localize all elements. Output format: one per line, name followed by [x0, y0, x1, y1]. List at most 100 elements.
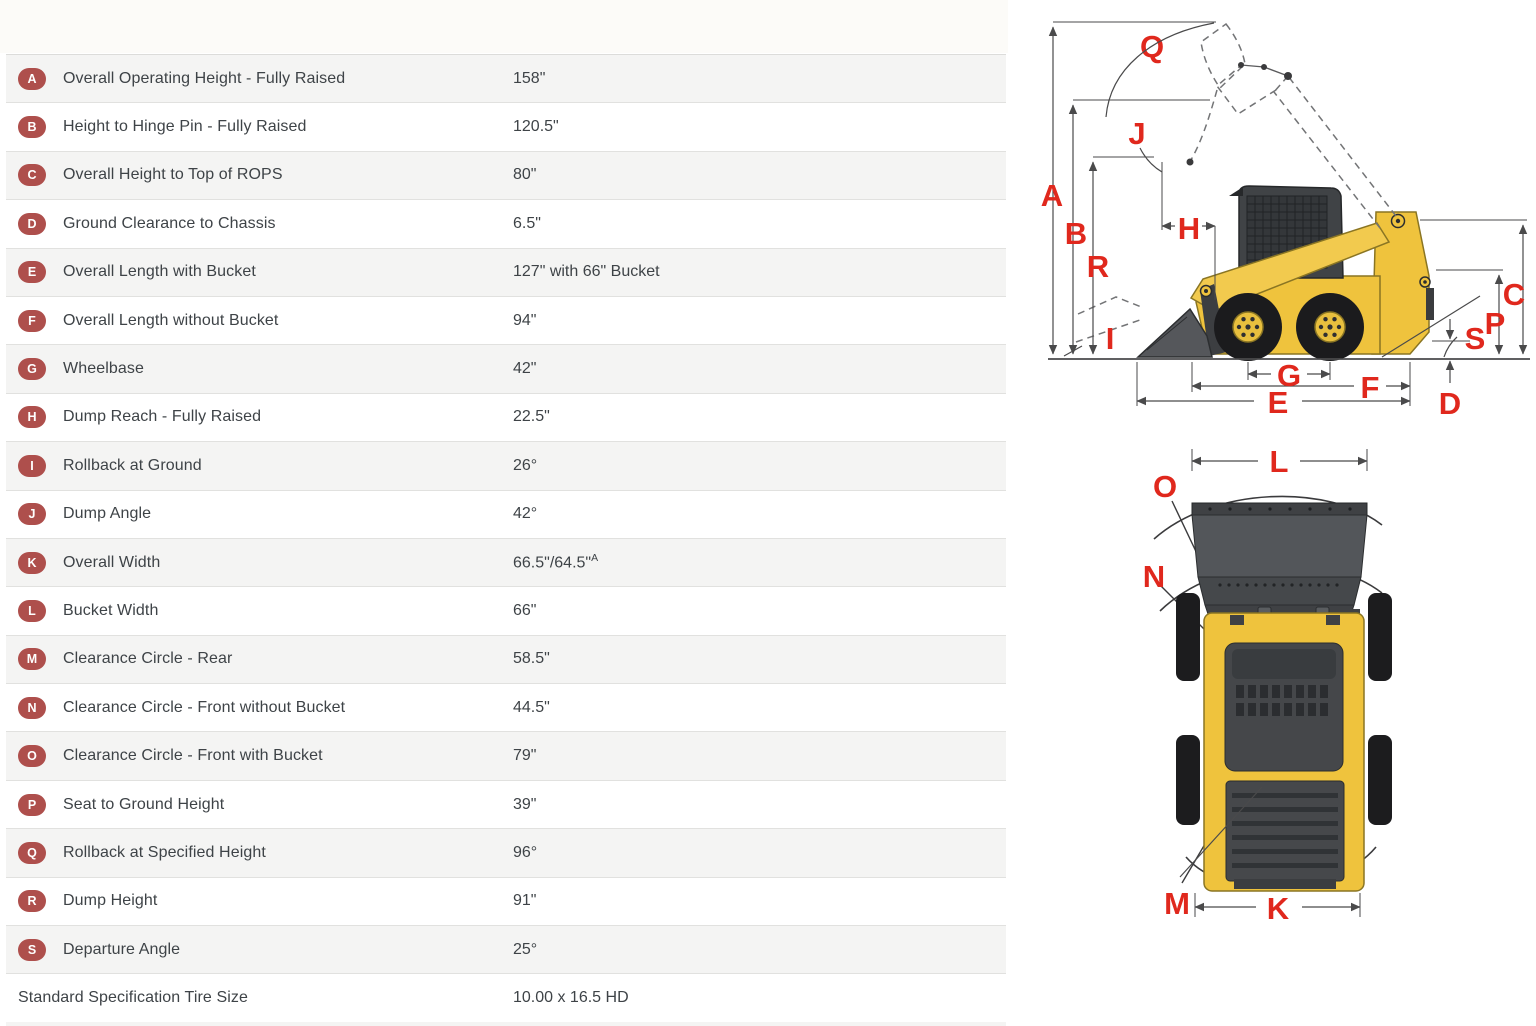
spec-row: P Seat to Ground Height 39" [6, 780, 1006, 830]
tire-rear-right [1368, 735, 1392, 825]
row-label: Rollback at Specified Height [63, 843, 266, 861]
row-letter-badge: D [18, 212, 46, 235]
dim-label-e: E [1268, 385, 1289, 420]
dim-label-c: C [1503, 277, 1525, 312]
row-value: 42° [513, 505, 538, 523]
row-letter-badge: O [18, 745, 46, 768]
row-label: Dump Reach - Fully Raised [63, 408, 262, 426]
dim-label-b: B [1065, 216, 1087, 251]
cab-window-grid [1247, 196, 1327, 268]
spec-row: J Dump Angle 42° [6, 490, 1006, 539]
side-view-diagram: A B R Q J H I C P S D G F E [1041, 21, 1530, 421]
row-letter-badge: B [18, 116, 46, 139]
tire-rear-left [1176, 735, 1200, 825]
row-label: Dump Height [63, 892, 158, 910]
row-letter-badge: M [18, 648, 46, 671]
dim-label-g: G [1277, 358, 1301, 393]
row-letter-badge: J [18, 503, 46, 526]
row-letter-badge: N [18, 696, 46, 719]
row-label: Overall Height to Top of ROPS [63, 166, 283, 184]
deck-slats [1232, 793, 1338, 868]
row-value: 6.5" [513, 214, 541, 232]
dim-label-d: D [1439, 386, 1461, 421]
dim-label-p: P [1485, 306, 1506, 341]
spec-row: O Clearance Circle - Front with Bucket 79" [6, 732, 1006, 781]
row-value-footnote: A [591, 552, 599, 565]
row-label: Standard Specification Tire Size [18, 989, 248, 1007]
dim-label-o: O [1153, 469, 1177, 504]
dim-label-a: A [1041, 178, 1063, 213]
tail-panel [1426, 288, 1434, 320]
row-value: 80" [513, 166, 537, 184]
row-value: 96° [513, 843, 538, 861]
row-label: Height to Hinge Pin - Fully Raised [63, 118, 307, 136]
row-value: 10.00 x 16.5 HD [513, 989, 629, 1007]
row-letter-badge: F [18, 309, 46, 332]
spec-row: S Departure Angle 25° [6, 926, 1006, 975]
row-letter-badge: G [18, 358, 46, 381]
skid-steer-side-art [1136, 185, 1434, 361]
dim-label-k: K [1267, 891, 1290, 926]
row-value: 120.5" [513, 118, 559, 136]
row-label: Clearance Circle - Front with Bucket [63, 747, 323, 765]
row-letter-badge: A [18, 67, 46, 90]
row-label: Ground Clearance to Chassis [63, 214, 276, 232]
spec-row: N Clearance Circle - Front without Bucket… [6, 684, 1006, 733]
row-value: 79" [513, 747, 537, 765]
row-label: Departure Angle [63, 940, 181, 958]
dump-angle-arc [1139, 147, 1163, 173]
row-letter-badge: R [18, 890, 46, 913]
row-value: 25° [513, 940, 538, 958]
row-value: 39" [513, 795, 537, 813]
row-value: 127" with 66" Bucket [513, 263, 660, 281]
row-letter-badge: S [18, 938, 46, 961]
top-view-diagram: L O N M K [1143, 444, 1392, 926]
row-letter-badge: Q [18, 841, 46, 864]
row-label: Seat to Ground Height [63, 795, 225, 813]
row-value: 66.5"/64.5"A [513, 552, 599, 572]
row-value: 58.5" [513, 650, 550, 668]
row-letter-badge: E [18, 261, 46, 284]
row-value: 66" [513, 601, 537, 619]
tire-front-left [1176, 593, 1200, 681]
dim-label-s: S [1465, 321, 1486, 356]
rear-wheel [1296, 293, 1364, 361]
row-value: 94" [513, 311, 537, 329]
skid-steer-top-art [1176, 593, 1392, 892]
row-label: Overall Width [63, 553, 161, 571]
ground-bucket [1136, 307, 1213, 358]
dim-label-n: N [1143, 559, 1165, 594]
row-label: Wheelbase [63, 360, 144, 378]
vent-grid [1236, 685, 1328, 716]
spec-row: B Height to Hinge Pin - Fully Raised 120.5… [6, 103, 1006, 152]
side-dimension-lines [1048, 21, 1530, 406]
row-letter-badge: P [18, 793, 46, 816]
row-value: 26° [513, 456, 538, 474]
tire-front-right [1368, 593, 1392, 681]
row-label: Clearance Circle - Front without Bucket [63, 698, 346, 716]
dim-label-r: R [1087, 249, 1109, 284]
dim-label-f: F [1361, 370, 1380, 405]
dim-label-j: J [1128, 116, 1145, 151]
top-dimension-lines [1179, 449, 1368, 917]
side-dimension-letters: A B R Q J H I C P S D G F E [1041, 29, 1525, 421]
spec-row: A Overall Operating Height - Fully Raised… [6, 55, 1006, 104]
spec-row: Q Rollback at Specified Height 96° [6, 829, 1006, 878]
row-letter-badge: H [18, 406, 46, 429]
top-blank-band [0, 0, 1008, 53]
row-letter-badge: I [18, 454, 46, 477]
spec-table: A Overall Operating Height - Fully Raised… [6, 54, 1006, 1023]
row-label: Overall Length without Bucket [63, 311, 279, 329]
table-row-partial [6, 1022, 1006, 1026]
row-label: Dump Angle [63, 505, 152, 523]
row-label: Overall Operating Height - Fully Raised [63, 69, 346, 87]
row-label: Clearance Circle - Rear [63, 650, 233, 668]
rear-bumper [1234, 879, 1336, 889]
